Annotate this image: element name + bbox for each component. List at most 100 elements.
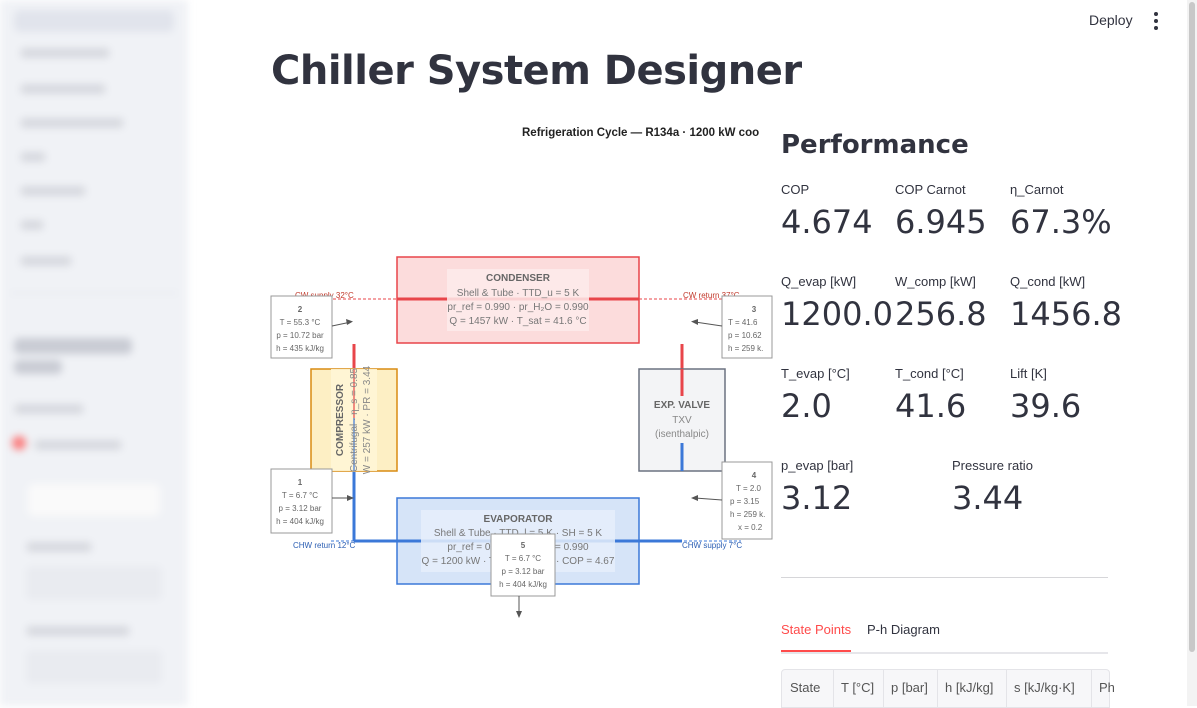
- tab-state-points[interactable]: State Points: [781, 622, 852, 637]
- state-point-3-h: h = 259 k.: [728, 344, 763, 353]
- sidebar-nav-active: [14, 10, 174, 32]
- state-point-4-p: p = 3.15: [730, 497, 760, 506]
- metric-w-comp: W_comp [kW] 256.8: [895, 274, 1005, 333]
- state-point-5-arrowhead: [516, 611, 522, 618]
- metric-value: 256.8: [895, 295, 987, 333]
- state-point-3-box: [721, 295, 773, 359]
- table-header-h[interactable]: h [kJ/kg]: [937, 670, 1007, 707]
- metric-p-evap: p_evap [bar] 3.12: [781, 458, 941, 517]
- metric-value: 39.6: [1010, 387, 1082, 425]
- state-point-5-p: p = 3.12 bar: [502, 567, 545, 576]
- page-title: Chiller System Designer: [271, 48, 802, 94]
- state-point-4-x: x = 0.2: [738, 523, 763, 532]
- state-point-4-arrowhead: [691, 495, 698, 501]
- metric-lift: Lift [K] 39.6: [1010, 366, 1120, 425]
- metric-label: Lift [K]: [1010, 366, 1047, 381]
- metric-value: 6.945: [895, 203, 987, 241]
- sidebar-select: [26, 650, 162, 684]
- sidebar-heading: [14, 360, 62, 374]
- cycle-diagram: Refrigeration Cycle — R134a · 1200 kW co…: [270, 118, 773, 638]
- state-point-2-box: [270, 295, 333, 359]
- main-menu-icon[interactable]: [1150, 12, 1162, 32]
- sidebar-nav-item: [20, 256, 72, 266]
- sidebar-label: [26, 542, 92, 552]
- state-point-2-arrowhead: [346, 319, 353, 325]
- state-point-5-t: T = 6.7 °C: [505, 554, 541, 563]
- performance-heading: Performance: [781, 130, 969, 160]
- metric-label: Q_evap [kW]: [781, 274, 857, 289]
- sidebar-nav-item: [20, 118, 124, 128]
- metric-cop: COP 4.674: [781, 182, 891, 241]
- state-point-4-h: h = 259 k.: [730, 510, 765, 519]
- state-point-2-number: 2: [298, 305, 303, 314]
- sidebar-toggle: [12, 436, 26, 450]
- state-point-4-box: [721, 461, 773, 540]
- state-point-2-p: p = 10.72 bar: [276, 331, 324, 340]
- tab-bar: State Points P-h Diagram: [781, 622, 1108, 654]
- metric-label: COP: [781, 182, 810, 197]
- condenser-line1: Shell & Tube · TTD_u = 5 K: [457, 288, 580, 299]
- metric-label: COP Carnot: [895, 182, 966, 197]
- state-point-3-arrowhead: [691, 319, 698, 325]
- metric-value: 2.0: [781, 387, 832, 425]
- table-header-ph[interactable]: Ph: [1099, 680, 1115, 695]
- table-header-t[interactable]: T [°C]: [833, 670, 884, 707]
- condenser-line2: pr_ref = 0.990 · pr_H₂O = 0.990: [447, 302, 589, 313]
- sidebar-nav-item: [20, 220, 44, 230]
- evaporator-title: EVAPORATOR: [484, 514, 554, 525]
- tab-ph-diagram[interactable]: P-h Diagram: [867, 622, 940, 637]
- sidebar-label: [14, 404, 84, 414]
- metric-q-evap: Q_evap [kW] 1200.0: [781, 274, 893, 333]
- metric-value: 3.12: [781, 479, 853, 517]
- sidebar-nav-item: [20, 48, 110, 58]
- metric-value: 1200.0: [781, 295, 893, 333]
- metric-q-cond: Q_cond [kW] 1456.8: [1010, 274, 1122, 333]
- table-header-state[interactable]: State: [782, 670, 834, 707]
- metric-cop-carnot: COP Carnot 6.945: [895, 182, 1005, 241]
- scrollbar-thumb[interactable]: [1189, 2, 1195, 652]
- state-points-table[interactable]: State T [°C] p [bar] h [kJ/kg] s [kJ/kg·…: [781, 669, 1115, 708]
- metric-label: Q_cond [kW]: [1010, 274, 1086, 289]
- state-point-1-p: p = 3.12 bar: [279, 504, 322, 513]
- state-point-5-box: [490, 533, 556, 597]
- section-divider: [781, 577, 1108, 578]
- compressor-line2: W = 257 kW · PR = 3.44: [362, 365, 373, 474]
- sidebar: [0, 0, 188, 706]
- metric-value: 67.3%: [1010, 203, 1112, 241]
- metric-label: p_evap [bar]: [781, 458, 854, 473]
- state-point-4-arrow: [694, 497, 723, 501]
- metric-label: η_Carnot: [1010, 182, 1064, 197]
- state-point-1-arrowhead: [347, 495, 354, 501]
- table-header-p[interactable]: p [bar]: [883, 670, 938, 707]
- state-point-4-number: 4: [752, 471, 757, 480]
- metric-label: T_evap [°C]: [781, 366, 850, 381]
- sidebar-heading: [14, 338, 132, 354]
- state-point-1-number: 1: [298, 478, 303, 487]
- sidebar-nav-item: [20, 186, 86, 196]
- deploy-button[interactable]: Deploy: [1089, 12, 1133, 28]
- metric-value: 4.674: [781, 203, 873, 241]
- metric-label: T_cond [°C]: [895, 366, 964, 381]
- metric-eta-carnot: η_Carnot 67.3%: [1010, 182, 1120, 241]
- state-point-1-h: h = 404 kJ/kg: [276, 517, 324, 526]
- metric-value: 3.44: [952, 479, 1024, 517]
- metric-t-cond: T_cond [°C] 41.6: [895, 366, 1005, 425]
- diagram-caption: Refrigeration Cycle — R134a · 1200 kW co…: [522, 127, 759, 139]
- sidebar-divider: [10, 292, 178, 294]
- sidebar-toggle-label: [34, 440, 122, 450]
- state-point-3-p: p = 10.62: [728, 331, 762, 340]
- compressor-line1: Centrifugal · η_s = 0.85: [349, 367, 360, 472]
- valve-line2: (isenthalpic): [655, 429, 709, 440]
- tab-active-indicator: [781, 650, 851, 652]
- sidebar-nav-item: [20, 152, 46, 162]
- cw-return-label: CW return 37°C: [683, 291, 740, 300]
- valve-line1: TXV: [672, 415, 692, 426]
- state-point-2-h: h = 435 kJ/kg: [276, 344, 324, 353]
- state-point-5-h: h = 404 kJ/kg: [499, 580, 547, 589]
- state-point-5-number: 5: [521, 541, 526, 550]
- condenser-title: CONDENSER: [486, 273, 551, 284]
- condenser-line3: Q = 1457 kW · T_sat = 41.6 °C: [449, 316, 586, 327]
- chw-return-label: CHW return 12°C: [293, 541, 356, 550]
- metric-value: 1456.8: [1010, 295, 1122, 333]
- table-header-s[interactable]: s [kJ/kg·K]: [1006, 670, 1092, 707]
